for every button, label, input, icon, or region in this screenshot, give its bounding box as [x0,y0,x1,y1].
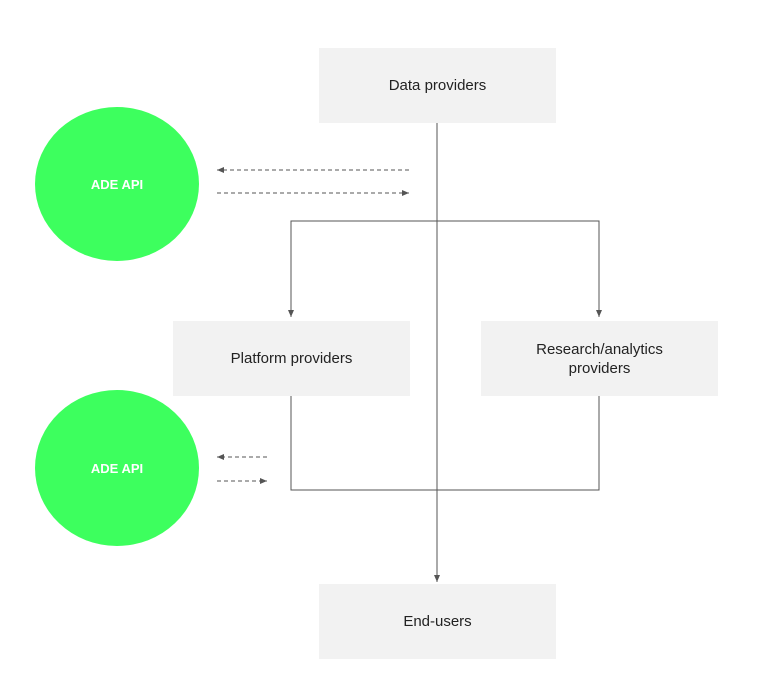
edge-platform-to-end-users [290,396,437,491]
node-platform-providers-label: Platform providers [230,350,353,367]
edge-data-to-research [437,220,602,317]
node-platform-providers: Platform providers [173,321,410,396]
node-ade-api-bottom: ADE API [35,390,199,546]
node-end-users: End-users [319,584,556,659]
node-data-providers: Data providers [319,48,556,123]
node-end-users-label: End-users [403,613,472,630]
node-research-providers: Research/analytics providers [481,321,718,396]
node-data-providers-label: Data providers [388,77,487,94]
edge-research-to-end-users [437,396,600,491]
node-ade-api-bottom-label: ADE API [90,460,144,476]
node-ade-api-top: ADE API [35,107,199,261]
node-ade-api-top-label: ADE API [90,176,144,192]
node-research-providers-label: Research/analytics providers [536,340,663,377]
edge-data-to-platform [288,220,437,317]
